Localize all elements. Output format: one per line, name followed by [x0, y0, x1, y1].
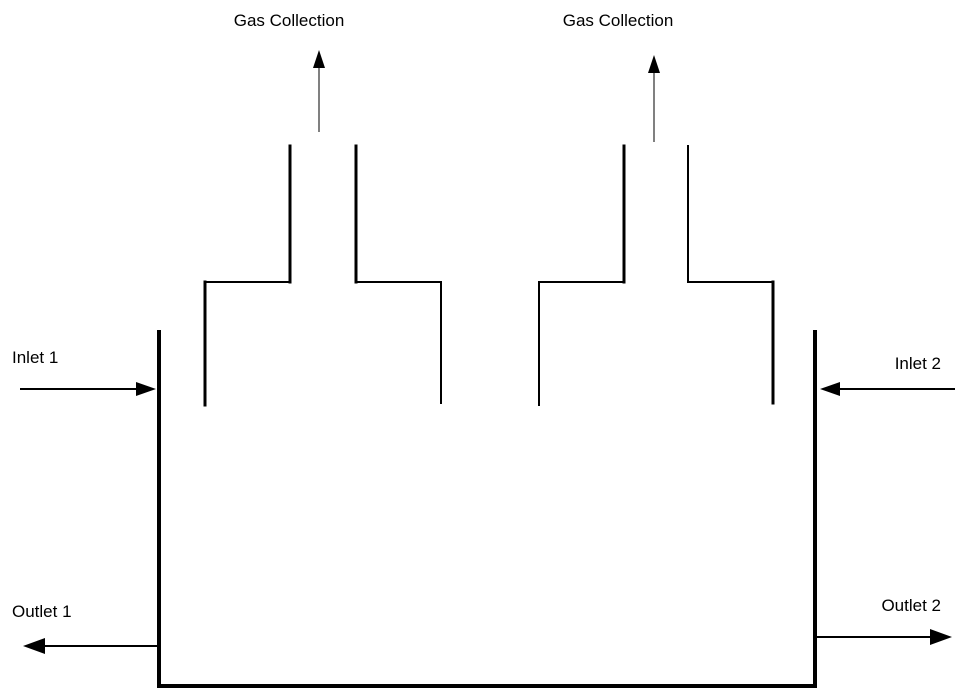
arrow-left-icon [23, 638, 45, 654]
arrow-left-icon [820, 382, 840, 396]
inlet-2-arrow [820, 382, 955, 396]
arrow-right-icon [930, 629, 952, 645]
outlet-1-arrow [23, 638, 157, 654]
outlet-2-arrow [817, 629, 952, 645]
gas-collection-label-2: Gas Collection [563, 11, 674, 30]
outlet-1-label: Outlet 1 [12, 602, 72, 621]
arrow-up-icon [313, 50, 325, 68]
outlet-2-label: Outlet 2 [881, 596, 941, 615]
arrow-right-icon [136, 382, 156, 396]
gas-collection-label-1: Gas Collection [234, 11, 345, 30]
inlet-1-arrow [20, 382, 156, 396]
gas-hood-2 [538, 144, 775, 406]
tank [157, 330, 817, 688]
inlet-2-label: Inlet 2 [895, 354, 941, 373]
arrow-up-icon [648, 55, 660, 73]
inlet-1-label: Inlet 1 [12, 348, 58, 367]
gas-hood-1 [203, 144, 442, 407]
gas-arrow-1 [313, 50, 325, 132]
gas-arrow-2 [648, 55, 660, 142]
